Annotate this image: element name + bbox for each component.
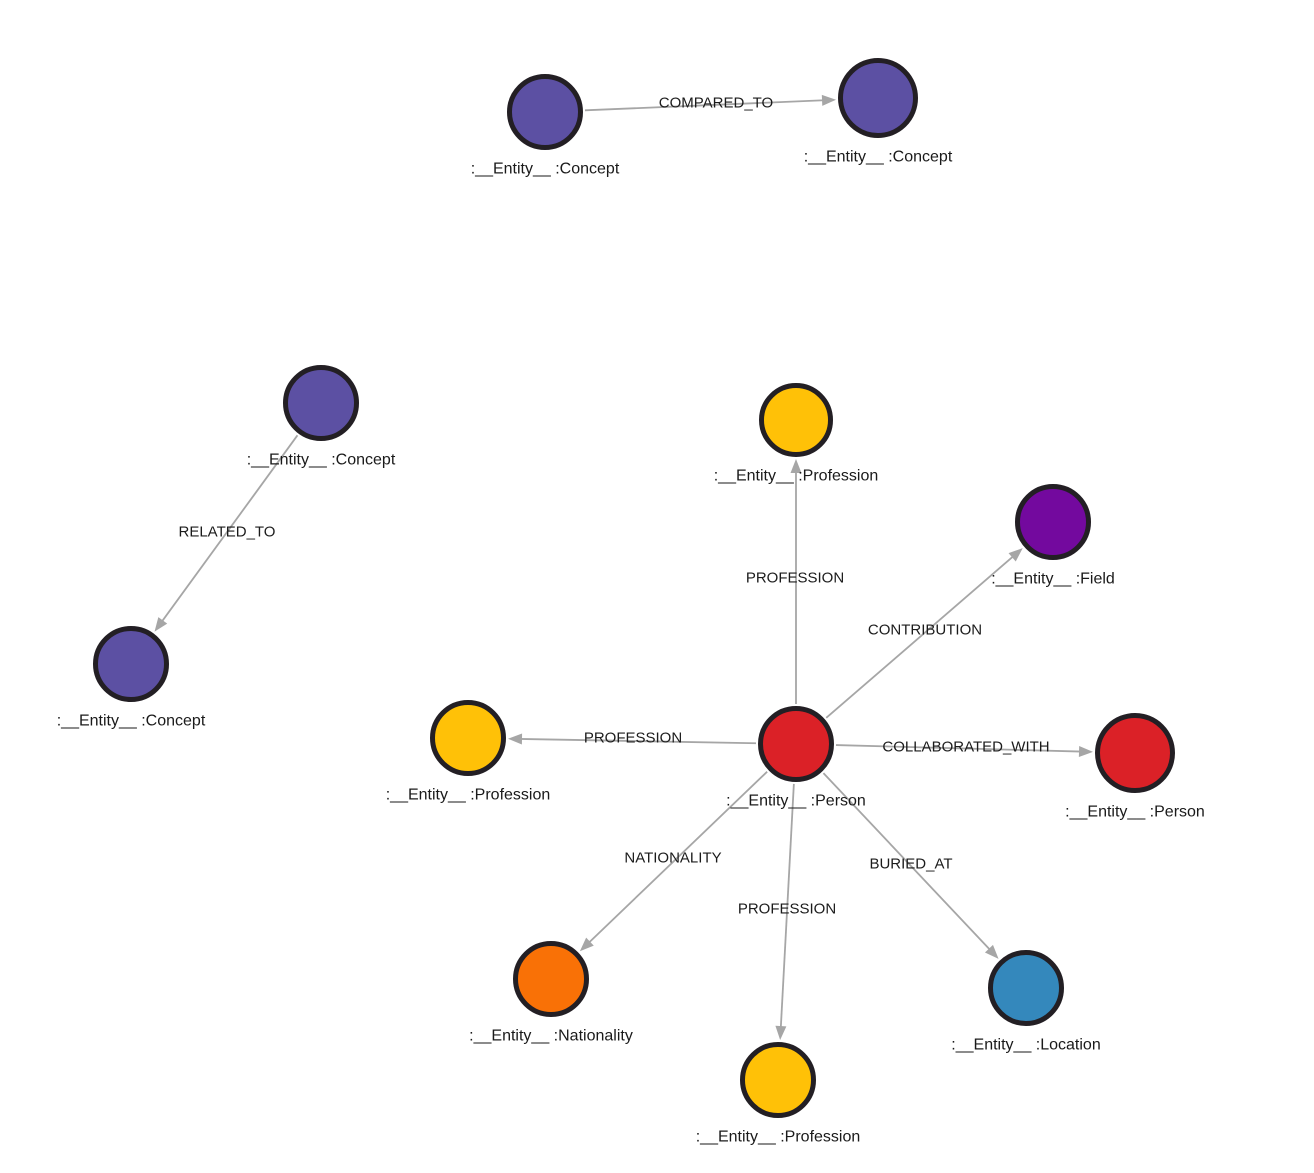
node-circle-concept[interactable] [838,58,918,138]
edge-line[interactable] [519,738,757,745]
node-circle-profession[interactable] [740,1042,816,1118]
arrowhead-icon [821,94,837,106]
node-circle-concept[interactable] [507,74,583,150]
edge-buried-at[interactable]: BURIED_AT [822,772,999,959]
node-caption: :__Entity__ :Profession [696,1129,861,1146]
edge-contribution[interactable]: CONTRIBUTION [825,548,1023,719]
edge-line[interactable] [160,434,299,623]
node-caption: :__Entity__ :Field [991,571,1115,588]
edge-label: NATIONALITY [624,850,721,867]
node-circle-person[interactable] [1095,713,1175,793]
node-concept-top-right[interactable]: :__Entity__ :Concept [804,58,953,166]
arrowhead-icon [1008,548,1023,562]
edge-compared-to[interactable]: COMPARED_TO [584,94,837,112]
edge-label: PROFESSION [738,901,836,918]
node-caption: :__Entity__ :Nationality [469,1028,633,1045]
node-circle-nationality[interactable] [513,941,589,1017]
node-person-right[interactable]: :__Entity__ :Person [1065,713,1205,821]
node-caption: :__Entity__ :Concept [804,149,953,166]
arrowhead-icon [507,733,523,745]
node-field[interactable]: :__Entity__ :Field [991,484,1115,588]
edge-label: BURIED_AT [869,856,952,873]
node-location[interactable]: :__Entity__ :Location [951,950,1101,1054]
edge-label: COMPARED_TO [659,95,773,112]
node-circle-concept[interactable] [93,626,169,702]
node-profession-left[interactable]: :__Entity__ :Profession [386,700,551,804]
edge-profession[interactable]: PROFESSION [738,783,836,1041]
node-caption: :__Entity__ :Location [951,1037,1100,1054]
node-profession-top[interactable]: :__Entity__ :Profession [714,383,879,485]
edge-label: CONTRIBUTION [868,622,982,639]
edge-line[interactable] [825,555,1015,719]
arrowhead-icon [579,937,594,952]
node-concept-mid-left[interactable]: :__Entity__ :Concept [247,365,396,469]
edge-profession[interactable]: PROFESSION [507,730,757,747]
node-caption: :__Entity__ :Concept [57,713,206,730]
edge-label: RELATED_TO [179,524,276,541]
node-circle-location[interactable] [988,950,1064,1026]
node-caption: :__Entity__ :Person [726,793,866,810]
node-caption: :__Entity__ :Concept [247,452,396,469]
node-caption: :__Entity__ :Profession [386,787,551,804]
node-caption: :__Entity__ :Person [1065,804,1205,821]
node-concept-low-left[interactable]: :__Entity__ :Concept [57,626,206,730]
edge-label: PROFESSION [584,730,682,747]
node-circle-field[interactable] [1015,484,1091,560]
node-circle-profession[interactable] [759,383,833,457]
node-circle-profession[interactable] [430,700,506,776]
edge-layer: COMPARED_TO RELATED_TO PROFESSION CONTRIBUT… [154,94,1094,1041]
arrowhead-icon [1078,746,1094,758]
edge-label: COLLABORATED_WITH [882,739,1049,756]
edge-line[interactable] [835,744,1082,753]
node-caption: :__Entity__ :Profession [714,468,879,485]
edge-label: PROFESSION [746,570,844,587]
node-caption: :__Entity__ :Concept [471,161,620,178]
node-circle-person[interactable] [758,706,834,782]
edge-nationality[interactable]: NATIONALITY [579,771,768,952]
node-profession-bottom[interactable]: :__Entity__ :Profession [696,1042,861,1146]
arrowhead-icon [775,1025,787,1041]
node-circle-concept[interactable] [283,365,359,441]
edge-profession[interactable]: PROFESSION [746,459,844,704]
arrowhead-icon [154,617,168,632]
arrowhead-icon [984,944,999,959]
edge-related-to[interactable]: RELATED_TO [154,434,299,632]
node-concept-top-left[interactable]: :__Entity__ :Concept [471,74,620,178]
edge-line[interactable] [584,99,825,112]
edge-line[interactable] [779,783,795,1029]
node-person-center[interactable]: :__Entity__ :Person [726,706,866,810]
edge-collaborated-with[interactable]: COLLABORATED_WITH [835,739,1094,758]
node-nationality[interactable]: :__Entity__ :Nationality [469,941,633,1045]
edge-line[interactable] [822,772,991,951]
edge-line[interactable] [587,771,768,944]
arrowhead-icon [790,459,802,473]
node-layer: :__Entity__ :Concept :__Entity__ :Concept… [57,58,1205,1146]
